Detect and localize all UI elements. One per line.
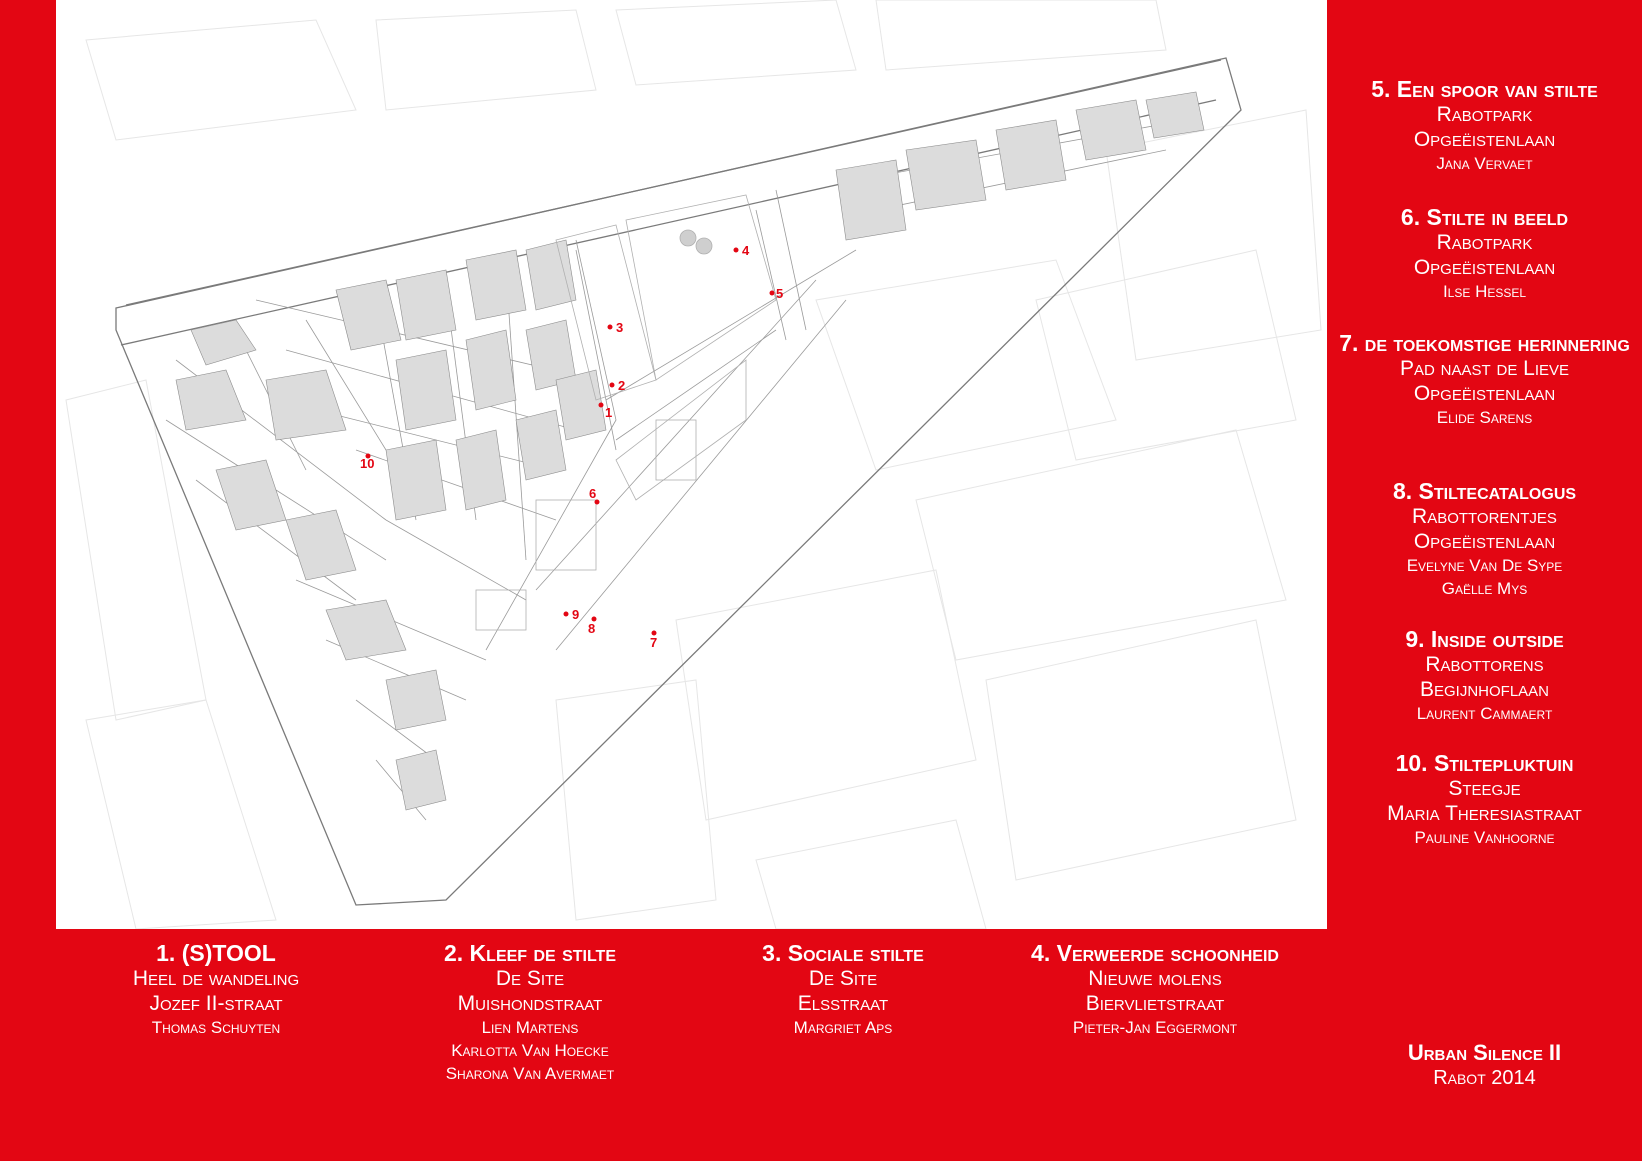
entry-location: De Site [808, 967, 878, 990]
park-areas [475, 194, 777, 631]
entry-title: 6. Stilte in beeld [1400, 204, 1569, 230]
entry-location: De Site [495, 967, 565, 990]
project-title: Urban Silence II [1407, 1040, 1562, 1065]
marker-dot-7[interactable] [651, 630, 657, 636]
entry-title: 4. Verweerde schoonheid [1031, 940, 1279, 966]
marker-dot-10[interactable] [365, 453, 371, 459]
marker-dot-6[interactable] [594, 499, 600, 505]
marker-label-2[interactable]: 2 [618, 378, 625, 393]
marker-label-8[interactable]: 8 [588, 621, 595, 636]
project-subtitle: Rabot 2014 [1433, 1067, 1536, 1089]
entry-location: Heel de wandeling [132, 967, 300, 990]
entry-location: Biervlietstraat [1085, 992, 1225, 1015]
entry-author: Lien Martens [481, 1018, 579, 1037]
marker-label-5[interactable]: 5 [776, 286, 783, 301]
marker-label-10[interactable]: 10 [360, 456, 374, 471]
entry-location: Steegje [1448, 777, 1521, 800]
entry-location: Rabotpark [1436, 231, 1533, 254]
entry-author: Karlotta Van Hoecke [451, 1041, 609, 1060]
entry-location: Begijnhoflaan [1419, 678, 1550, 701]
district-outline [115, 57, 1242, 906]
entry-title: 9. Inside outside [1405, 626, 1564, 652]
entry-location: Rabotpark [1436, 103, 1533, 126]
marker-label-3[interactable]: 3 [616, 320, 623, 335]
marker-label-4[interactable]: 4 [742, 243, 750, 258]
entry-author: Jana Vervaet [1436, 154, 1533, 173]
entry-location: Rabottorens [1425, 653, 1544, 676]
map-markers: 12 3 4 5 6 7 89 10 [360, 243, 783, 650]
street-grid [165, 119, 1187, 821]
entry-title: 2. Kleef de stilte [443, 940, 616, 966]
marker-dot-4[interactable] [733, 247, 739, 253]
entry-title: 3. Sociale stilte [762, 940, 924, 966]
entry-location: Elsstraat [797, 992, 889, 1015]
entry-location: Opgeëistenlaan [1413, 128, 1556, 151]
entry-location: Opgeëistenlaan [1413, 530, 1556, 553]
marker-dot-3[interactable] [607, 324, 613, 330]
marker-dot-8[interactable] [591, 616, 597, 622]
entry-author: Pieter-Jan Eggermont [1072, 1018, 1238, 1037]
entry-title: 8. Stiltecatalogus [1392, 478, 1577, 504]
marker-label-7[interactable]: 7 [650, 635, 657, 650]
entry-title: 1. (S)TOOL [156, 940, 276, 966]
entry-author: Evelyne Van De Sype [1406, 556, 1563, 575]
marker-label-9[interactable]: 9 [572, 607, 579, 622]
entry-author: Elide Sarens [1436, 408, 1533, 427]
street-map[interactable]: 12 3 4 5 6 7 89 10 [56, 0, 1327, 929]
entry-author: Thomas Schuyten [151, 1018, 281, 1037]
background-city-blocks [65, 0, 1322, 929]
marker-dot-9[interactable] [563, 611, 569, 617]
building-blocks [175, 91, 1205, 811]
marker-dot-2[interactable] [609, 382, 615, 388]
entry-location: Opgeëistenlaan [1413, 256, 1556, 279]
title-block: Urban Silence II Rabot 2014 [1327, 1040, 1642, 1090]
entry-author: Pauline Vanhoorne [1414, 828, 1555, 847]
entry-location: Muishondstraat [457, 992, 603, 1015]
entry-author: Gaëlle Mys [1441, 579, 1528, 598]
entry-location: Pad naast de Lieve [1399, 357, 1570, 380]
marker-dot-1[interactable] [598, 402, 604, 408]
entry-author: Ilse Hessel [1442, 282, 1527, 301]
entry-title: 7. de toekomstige herinnering [1339, 330, 1630, 356]
entry-location: Rabottorentjes [1412, 505, 1557, 528]
entry-title: 5. Een spoor van stilte [1371, 76, 1598, 102]
marker-dot-5[interactable] [769, 290, 775, 296]
entry-location: Opgeëistenlaan [1413, 382, 1556, 405]
entry-author: Margriet Aps [793, 1018, 893, 1037]
entry-location: Maria Theresiastraat [1387, 802, 1582, 825]
entry-location: Jozef II-straat [149, 992, 283, 1015]
entry-location: Nieuwe molens [1088, 967, 1222, 990]
marker-label-6[interactable]: 6 [589, 486, 596, 501]
entry-author: Laurent Cammaert [1416, 704, 1553, 723]
entry-author: Sharona Van Avermaet [445, 1064, 615, 1083]
entry-title: 10. Stiltepluktuin [1395, 750, 1574, 776]
marker-label-1[interactable]: 1 [605, 405, 612, 420]
